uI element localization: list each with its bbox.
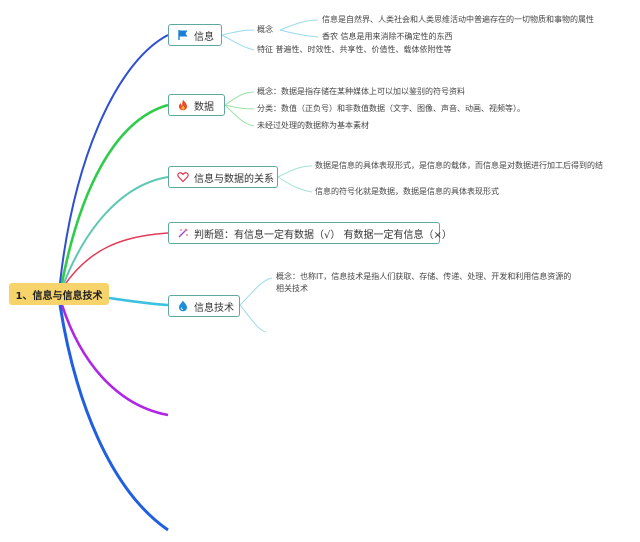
topic-label: 数据 [194,101,214,113]
topic-label: 信息 [194,31,214,43]
note-shuju-category: 分类：数值（正负号）和非数值数据（文字、图像、声音、动画、视频等）。 [257,104,525,113]
note-xinxi-shannon: 香农 信息是用来消除不确定性的东西 [322,32,453,41]
note-jishu-concept: 概念：也称IT，信息技术是指人们获取、存储、传递、处理、开发和利用信息资源的相关… [276,272,572,293]
heart-icon [177,171,189,183]
topic-label: 判断题：有信息一定有数据（√） 有数据一定有信息（×） [194,229,452,241]
topic-xinxi[interactable]: 信息 [168,24,222,46]
topic-label: 信息与数据的关系 [194,173,274,185]
branch-shuju [60,103,169,284]
fire-icon [177,99,189,111]
topic-jishu[interactable]: 信息技术 [168,295,240,317]
note-guanxi-symbol: 信息的符号化就是数据，数据是信息的具体表现形式 [315,187,499,196]
topic-panduan[interactable]: 判断题：有信息一定有数据（√） 有数据一定有信息（×） [168,222,452,244]
note-xinxi-concept: 概念 [257,25,273,34]
branch-jishu [108,296,169,307]
note-guanxi-carrier: 数据是信息的具体表现形式，是信息的载体，而信息是对数据进行加工后得到的结果，信息… [315,161,603,170]
branch-blue2 [58,304,169,532]
topic-label: 信息技术 [194,302,234,314]
branch-panduan [65,232,169,284]
note-shuju-raw: 未经过处理的数据称为基本素材 [257,121,369,130]
topic-guanxi[interactable]: 信息与数据的关系 [168,166,278,188]
topic-shuju[interactable]: 数据 [168,94,225,116]
note-xinxi-definition: 信息是自然界、人类社会和人类思维活动中普遍存在的一切物质和事物的属性 [322,15,594,24]
droplet-icon [177,300,189,312]
note-shuju-concept: 概念：数据是指存储在某种媒体上可以加以鉴别的符号资料 [257,87,465,96]
branch-guanxi [63,176,169,284]
root-topic[interactable]: 1、信息与信息技术 [9,283,109,305]
branch-xinxi [59,34,169,284]
branch-purple [60,304,169,417]
note-xinxi-features: 特征 普遍性、时效性、共享性、价值性、载体依附性等 [257,45,452,54]
magic-wand-icon [177,227,189,239]
flag-icon [177,29,189,41]
